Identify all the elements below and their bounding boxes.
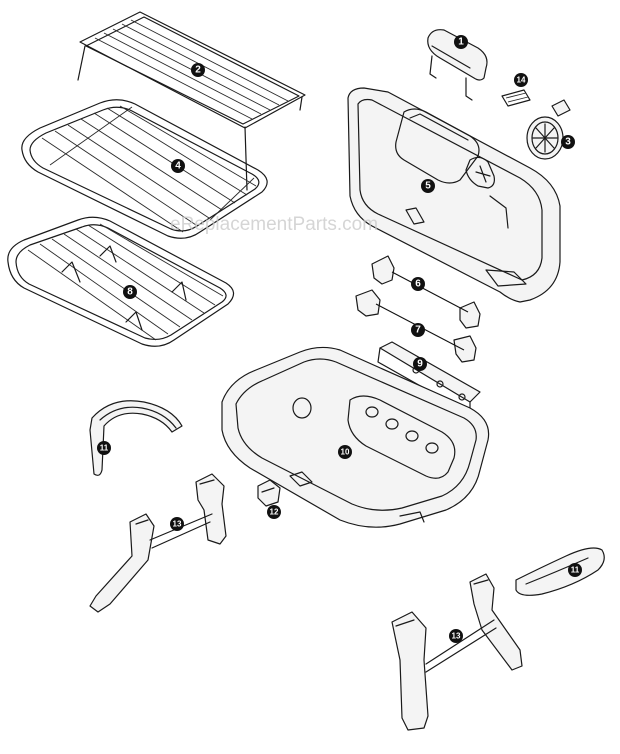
callout-9: 9 bbox=[413, 357, 427, 371]
callout-4-label: 4 bbox=[175, 161, 181, 172]
leg-assembly-left bbox=[89, 473, 227, 613]
callout-8-label: 8 bbox=[127, 287, 133, 298]
callout-5-label: 5 bbox=[425, 181, 431, 192]
temperature-gauge bbox=[526, 99, 571, 160]
callout-2-label: 2 bbox=[195, 65, 201, 76]
callout-1: 1 bbox=[454, 35, 468, 49]
callout-9-label: 9 bbox=[417, 359, 423, 370]
grill-lid bbox=[347, 87, 561, 303]
callout-13-right: 13 bbox=[449, 629, 463, 643]
callout-11-left: 11 bbox=[97, 441, 111, 455]
ignition-knob bbox=[257, 479, 281, 507]
callout-13-right-label: 13 bbox=[452, 632, 461, 641]
callout-13-left-label: 13 bbox=[173, 520, 182, 529]
hinge-bracket-upper bbox=[371, 255, 481, 329]
callout-10: 10 bbox=[338, 445, 352, 459]
callout-10-label: 10 bbox=[341, 448, 350, 457]
callout-6-label: 6 bbox=[415, 279, 421, 290]
callout-8: 8 bbox=[123, 285, 137, 299]
warming-rack bbox=[77, 11, 306, 191]
callout-11-right: 11 bbox=[568, 563, 582, 577]
leg-assembly-right bbox=[391, 573, 523, 731]
side-handle-right bbox=[515, 547, 605, 596]
label-plate bbox=[501, 89, 531, 107]
lid-handle bbox=[427, 29, 488, 101]
cooking-grate-upper bbox=[21, 99, 268, 239]
hinge-bracket-lower bbox=[355, 289, 477, 363]
callout-1-label: 1 bbox=[458, 37, 464, 48]
side-handle-left bbox=[89, 400, 183, 476]
callout-12-label: 12 bbox=[270, 508, 279, 517]
callout-2: 2 bbox=[191, 63, 205, 77]
cooking-grate-lower bbox=[7, 216, 235, 347]
callout-11-right-label: 11 bbox=[571, 566, 580, 575]
callout-6: 6 bbox=[411, 277, 425, 291]
callout-14-label: 14 bbox=[517, 76, 526, 85]
callout-11-left-label: 11 bbox=[100, 444, 109, 453]
callout-3: 3 bbox=[561, 135, 575, 149]
callout-7: 7 bbox=[411, 323, 425, 337]
callout-5: 5 bbox=[421, 179, 435, 193]
grill-firebox bbox=[221, 346, 490, 528]
callout-14: 14 bbox=[514, 73, 528, 87]
callout-3-label: 3 bbox=[565, 137, 571, 148]
callout-4: 4 bbox=[171, 159, 185, 173]
watermark: eReplacementParts.com bbox=[170, 214, 378, 235]
callout-13-left: 13 bbox=[170, 517, 184, 531]
callout-7-label: 7 bbox=[415, 325, 421, 336]
callout-12: 12 bbox=[267, 505, 281, 519]
